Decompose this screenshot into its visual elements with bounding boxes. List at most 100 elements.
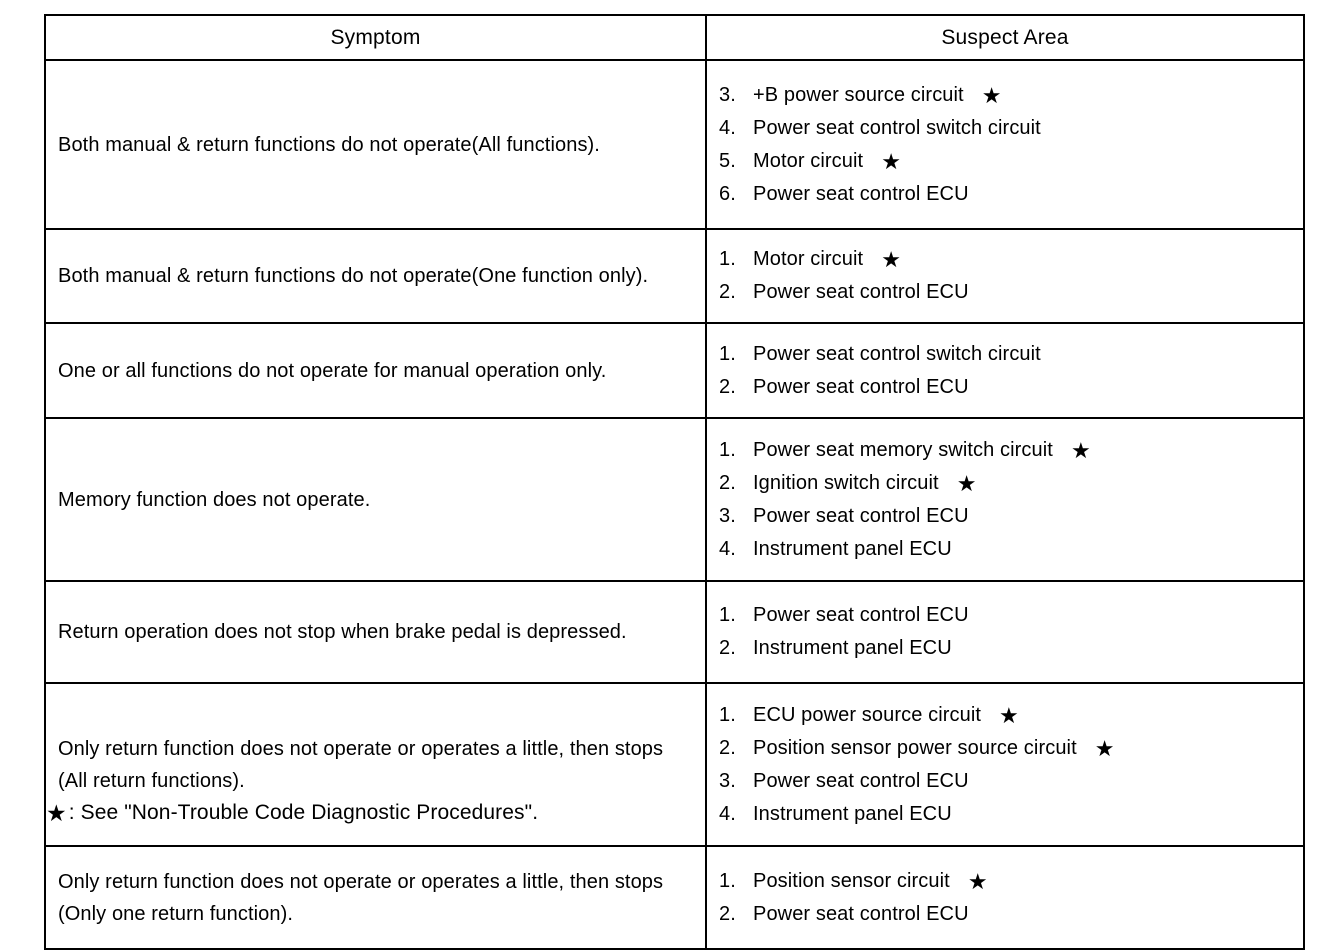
suspect-list: 1.Position sensor circuit★ 2.Power seat … <box>719 865 1289 931</box>
suspect-list: 3.+B power source circuit★ 4.Power seat … <box>719 79 1289 211</box>
list-item: 2. Power seat control ECU <box>719 898 1289 931</box>
list-item-number: 3. <box>719 504 736 527</box>
column-header-suspect-area-label: Suspect Area <box>941 26 1069 49</box>
list-item-label: Power seat control switch circuit <box>753 116 1041 139</box>
suspect-list: 1.ECU power source circuit★ 2. Position s… <box>719 699 1289 831</box>
symptom-cell: Both manual & return functions do not op… <box>44 228 707 324</box>
list-item-number: 1. <box>719 342 736 365</box>
list-item: 4. Power seat control switch circuit <box>719 112 1289 145</box>
list-item-number: 1. <box>719 248 736 270</box>
list-item: 1.ECU power source circuit★ <box>719 699 1289 732</box>
list-item-number: 1. <box>719 604 736 626</box>
table-row: One or all functions do not operate for … <box>44 322 1305 419</box>
list-item-number: 6. <box>719 182 736 205</box>
symptom-text: One or all functions do not operate for … <box>58 359 607 382</box>
list-item-label: Instrument panel ECU <box>753 802 952 825</box>
list-item-number: 2. <box>719 902 736 925</box>
suspect-cell: 1. Power seat control ECU 2. Instrument pa… <box>705 580 1305 684</box>
footnote-text: : See "Non-Trouble Code Diagnostic Proce… <box>68 801 539 824</box>
list-item: 2.Power seat control ECU <box>719 276 1289 309</box>
list-item-number: 2. <box>719 281 736 303</box>
symptom-cell: Memory function does not operate. <box>44 417 707 582</box>
suspect-list: 1.Motor circuit★ 2.Power seat control EC… <box>719 243 1289 309</box>
list-item-number: 2. <box>719 375 736 398</box>
suspect-cell: 1.Motor circuit★ 2.Power seat control EC… <box>705 228 1305 324</box>
list-item-label: Motor circuit <box>753 149 864 172</box>
list-item: 1. Power seat control ECU <box>719 599 1289 632</box>
symptom-cell: Return operation does not stop when brak… <box>44 580 707 684</box>
symptom-text: Both manual & return functions do not op… <box>58 265 649 287</box>
suspect-cell: 1. Power seat control switch circuit 2. Po… <box>705 322 1305 419</box>
suspect-cell: 1.Power seat memory switch circuit★ 2.Ig… <box>705 417 1305 582</box>
suspect-cell: 1.ECU power source circuit★ 2. Position s… <box>705 682 1305 847</box>
list-item-label: Power seat control ECU <box>753 604 969 626</box>
list-item-label: Power seat control ECU <box>753 902 969 925</box>
symptom-text: Return operation does not stop when brak… <box>58 621 627 643</box>
suspect-cell: 3.+B power source circuit★ 4.Power seat … <box>705 59 1305 230</box>
list-item-label: Power seat control ECU <box>753 375 969 398</box>
list-item: 6. Power seat control ECU <box>719 178 1289 211</box>
list-item: 2.Ignition switch circuit★ <box>719 467 1289 500</box>
column-header-suspect-area: Suspect Area <box>705 14 1305 61</box>
list-item: 4. Instrument panel ECU <box>719 533 1289 566</box>
list-item-number: 1. <box>719 869 736 892</box>
list-item-number: 1. <box>719 703 736 726</box>
column-header-symptom-label: Symptom <box>330 26 421 49</box>
table-row: Memory function does not operate. 1. Powe… <box>44 417 1305 582</box>
list-item-number: 4. <box>719 116 736 139</box>
symptom-text: Only return function does not operate or… <box>58 737 664 792</box>
list-item-label: Instrument panel ECU <box>753 537 952 560</box>
table-row: Both manual & return functions do not op… <box>44 228 1305 324</box>
list-item-number: 3. <box>719 83 736 106</box>
list-item-label: Motor circuit <box>753 248 864 270</box>
symptom-text: Memory function does not operate. <box>58 488 371 511</box>
header-row: Symptom Suspect Area <box>44 14 1305 61</box>
symptom-cell: One or all functions do not operate for … <box>44 322 707 419</box>
symptom-cell: Only return function does not operate or… <box>44 682 707 847</box>
table-row: Only return function does not operate or… <box>44 845 1305 950</box>
list-item-number: 2. <box>719 736 736 759</box>
list-item-number: 3. <box>719 769 736 792</box>
list-item-label: +B power source circuit <box>753 83 964 106</box>
table-head: Symptom Suspect Area <box>44 14 1305 61</box>
list-item: 1. Power seat control switch circuit <box>719 338 1289 371</box>
table-row: Only return function does not operate or… <box>44 682 1305 847</box>
symptom-text: Both manual & return functions do not op… <box>58 133 600 156</box>
list-item-label: Power seat memory switch circuit <box>753 438 1053 461</box>
list-item: 1.Motor circuit★ <box>719 243 1289 276</box>
list-item: 3. Power seat control ECU <box>719 500 1289 533</box>
suspect-cell: 1.Position sensor circuit★ 2.Power seat … <box>705 845 1305 950</box>
list-item: 1.Position sensor circuit★ <box>719 865 1289 898</box>
symptom-text: Only return function does not operate or… <box>58 870 664 925</box>
list-item: 3. Power seat control ECU <box>719 765 1289 798</box>
list-item-number: 1. <box>719 438 736 461</box>
list-item: 2.Position sensor power source circuit★ <box>719 732 1289 765</box>
page-root: Symptom Suspect Area Both manual & retur… <box>44 14 1305 950</box>
suspect-list: 1.Power seat memory switch circuit★ 2.Ig… <box>719 434 1289 566</box>
list-item-label: Instrument panel ECU <box>753 637 952 659</box>
list-item-number: 2. <box>719 637 736 659</box>
symptom-cell: Only return function does not operate or… <box>44 845 707 950</box>
list-item-label: Position sensor circuit <box>753 869 950 892</box>
suspect-list: 1. Power seat control switch circuit 2. Po… <box>719 338 1289 404</box>
list-item: 3.+B power source circuit★ <box>719 79 1289 112</box>
list-item-label: Position sensor power source circuit <box>753 736 1077 759</box>
list-item: 1.Power seat memory switch circuit★ <box>719 434 1289 467</box>
list-item-number: 2. <box>719 471 736 494</box>
table-row: Return operation does not stop when brak… <box>44 580 1305 684</box>
list-item: 2. Power seat control ECU <box>719 371 1289 404</box>
list-item-label: Power seat control switch circuit <box>753 342 1041 365</box>
list-item-label: Ignition switch circuit <box>753 471 939 494</box>
list-item-number: 4. <box>719 802 736 825</box>
star-marker-icon: ★ <box>46 800 67 826</box>
table-row: Both manual & return functions do not op… <box>44 59 1305 230</box>
list-item-label: Power seat control ECU <box>753 504 969 527</box>
suspect-list: 1. Power seat control ECU 2. Instrument pa… <box>719 599 1289 665</box>
list-item-label: Power seat control ECU <box>753 769 969 792</box>
list-item-number: 4. <box>719 537 736 560</box>
list-item: 5.Motor circuit★ <box>719 145 1289 178</box>
list-item: 4. Instrument panel ECU <box>719 798 1289 831</box>
list-item-label: Power seat control ECU <box>753 182 969 205</box>
list-item: 2. Instrument panel ECU <box>719 632 1289 665</box>
column-header-symptom: Symptom <box>44 14 707 61</box>
